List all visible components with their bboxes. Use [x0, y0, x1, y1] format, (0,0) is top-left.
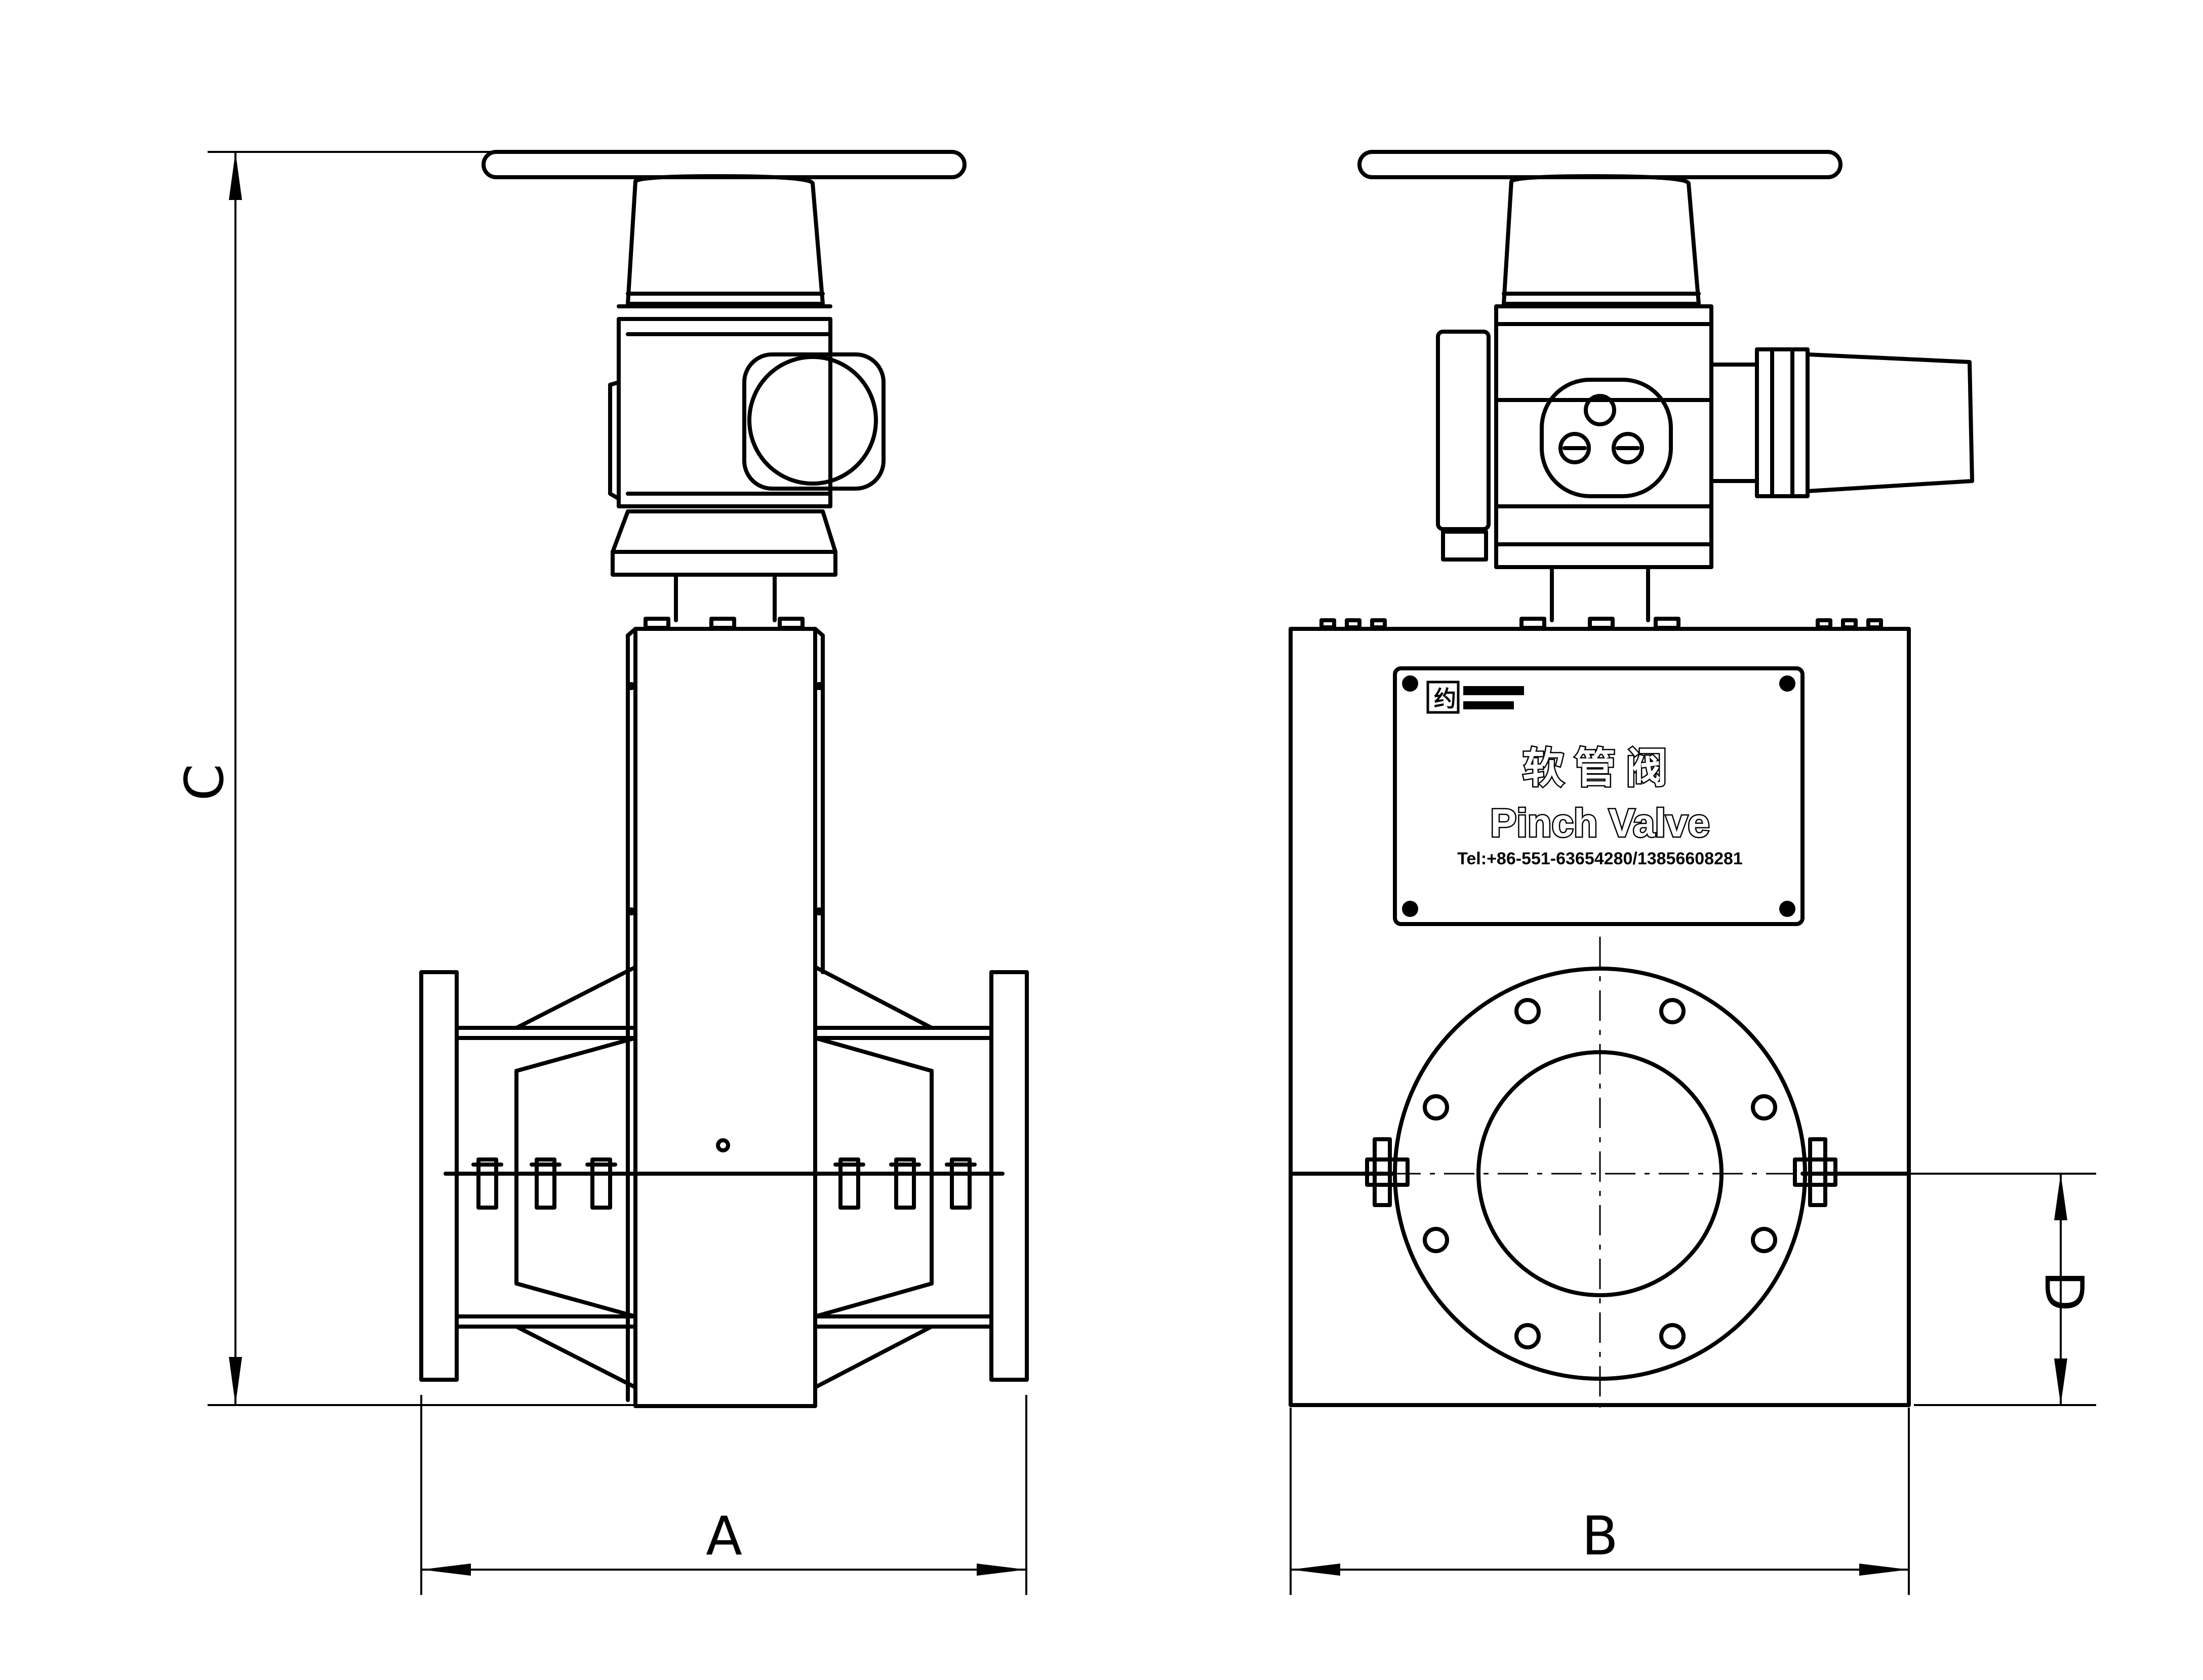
nameplate-title-cn: 软管阀 [1523, 744, 1677, 792]
company-logo: 约 [1426, 681, 1524, 714]
side-knob-housing [742, 352, 886, 491]
electric-motor [1806, 352, 1974, 493]
dimension-b: B [1290, 1408, 1910, 1595]
actuator-body [617, 317, 832, 508]
left-end-flange [419, 970, 459, 1382]
handwheel-front [1357, 150, 1842, 179]
handwheel [482, 150, 967, 179]
motor-collar [1755, 347, 1810, 498]
nameplate-tel: Tel:+86-551-63654280/13856608281 [1457, 849, 1743, 868]
dimension-c: C [174, 151, 646, 1406]
clamp-bolts [471, 1157, 977, 1210]
actuator-cap-front [1502, 174, 1701, 306]
dimension-a: A [420, 1395, 1027, 1595]
hand-lever-box [1436, 330, 1491, 531]
right-end-flange [989, 970, 1029, 1382]
front-view: 约 软管阀 Pinch Valve Tel:+86-551-63654280/1… [1289, 150, 1974, 1408]
actuator-body-front [1494, 304, 1713, 569]
outlet-flange [1337, 937, 1868, 1408]
indicator-panel [1540, 378, 1673, 498]
dim-label-d: D [2033, 1271, 2095, 1312]
nameplate-title-en: Pinch Valve [1490, 801, 1710, 845]
svg-text:约: 约 [1434, 686, 1456, 712]
actuator-cap [626, 174, 825, 306]
coupling-flange [611, 509, 837, 577]
dim-label-a: A [706, 1505, 742, 1567]
dimension-d: D [1803, 1173, 2096, 1406]
valve-body-box [1289, 627, 1911, 1407]
side-view [419, 150, 1029, 1408]
dim-label-c: C [174, 764, 235, 801]
side-knob [747, 355, 878, 486]
nameplate: 约 软管阀 Pinch Valve Tel:+86-551-63654280/1… [1393, 666, 1805, 926]
dim-label-b: B [1582, 1505, 1618, 1567]
valve-body-column [633, 627, 817, 1408]
